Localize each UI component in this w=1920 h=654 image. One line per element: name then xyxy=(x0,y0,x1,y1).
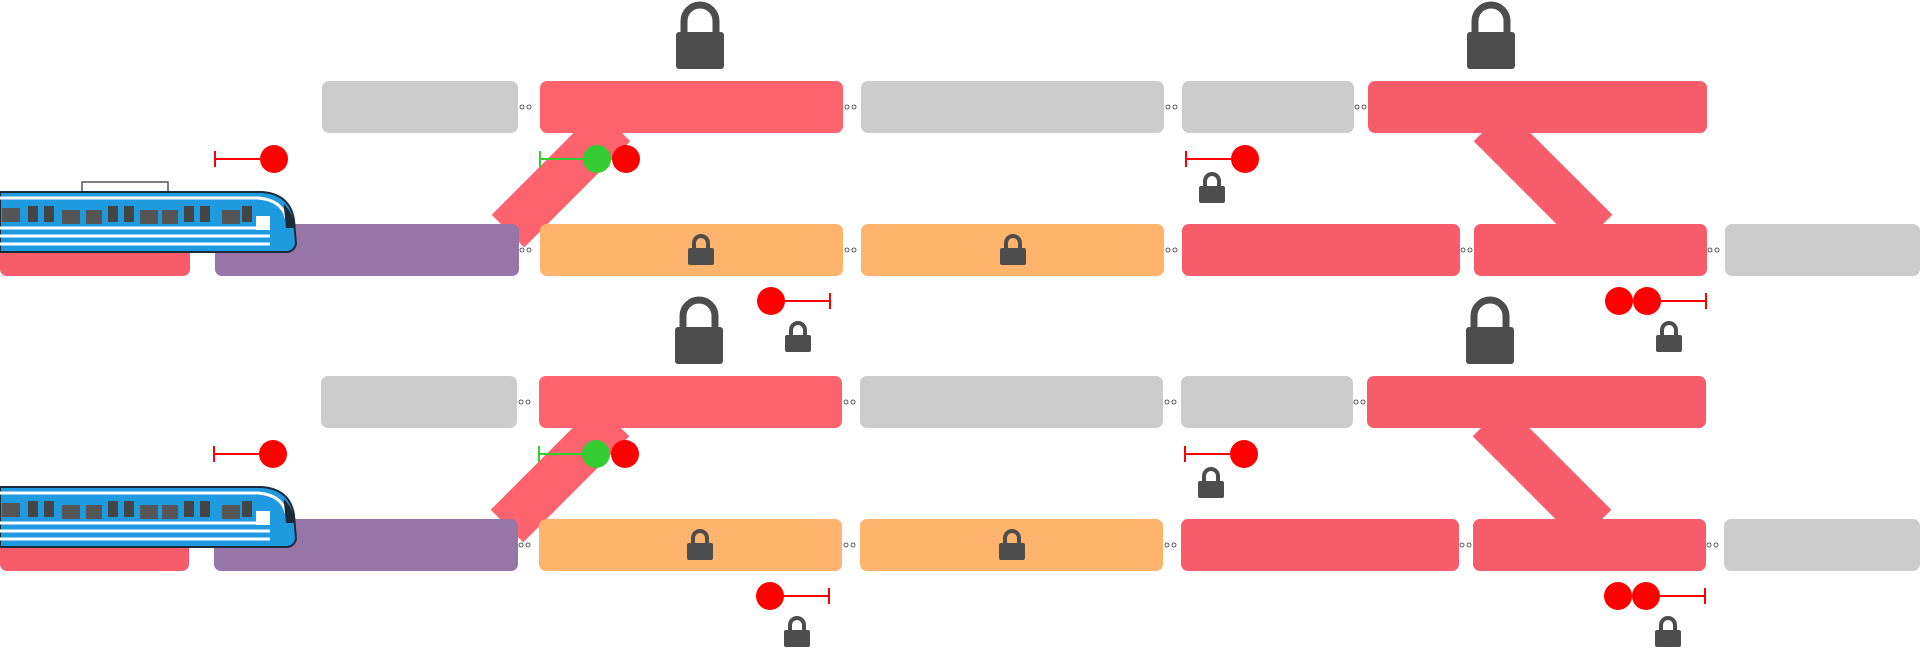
padlock-icon[interactable] xyxy=(674,0,726,70)
padlock-icon[interactable] xyxy=(784,321,812,353)
switch-block[interactable] xyxy=(1473,519,1706,571)
signal-icon[interactable] xyxy=(213,144,289,174)
signal-icon[interactable] xyxy=(212,439,288,469)
track-joint xyxy=(519,104,532,110)
track-joint xyxy=(844,104,857,110)
track-joint xyxy=(1460,247,1473,253)
padlock-icon[interactable] xyxy=(687,234,715,266)
track-joint xyxy=(1164,542,1177,548)
signal-icon[interactable] xyxy=(538,144,642,174)
padlock-icon[interactable] xyxy=(1655,321,1683,353)
track-block[interactable] xyxy=(322,81,518,133)
track-joint xyxy=(1164,399,1177,405)
track-joint xyxy=(1354,104,1367,110)
signal-icon[interactable] xyxy=(1603,581,1707,611)
track-block[interactable] xyxy=(1724,519,1920,571)
padlock-icon[interactable] xyxy=(686,529,714,561)
train-icon[interactable] xyxy=(0,473,300,553)
padlock-icon[interactable] xyxy=(999,234,1027,266)
padlock-icon[interactable] xyxy=(1198,172,1226,204)
track-block[interactable] xyxy=(1181,376,1353,428)
track-block[interactable] xyxy=(860,376,1163,428)
padlock-icon[interactable] xyxy=(998,529,1026,561)
track-block[interactable] xyxy=(861,81,1164,133)
track-block[interactable] xyxy=(321,376,517,428)
signal-icon[interactable] xyxy=(1183,439,1259,469)
track-block[interactable] xyxy=(1182,81,1354,133)
track-joint xyxy=(843,542,856,548)
train-icon[interactable] xyxy=(0,178,300,258)
track-block[interactable] xyxy=(1182,224,1460,276)
track-joint xyxy=(844,247,857,253)
switch-block[interactable] xyxy=(1474,224,1707,276)
track-joint xyxy=(1165,104,1178,110)
signal-icon[interactable] xyxy=(755,581,831,611)
switch-block[interactable] xyxy=(1367,376,1706,428)
padlock-icon[interactable] xyxy=(1465,0,1517,70)
track-block[interactable] xyxy=(1181,519,1459,571)
track-joint xyxy=(519,247,532,253)
padlock-icon[interactable] xyxy=(783,616,811,648)
switch-block[interactable] xyxy=(1368,81,1707,133)
signal-icon[interactable] xyxy=(1604,286,1708,316)
track-joint xyxy=(1459,542,1472,548)
track-joint xyxy=(1353,399,1366,405)
track-joint xyxy=(1707,247,1720,253)
track-joint xyxy=(1165,247,1178,253)
padlock-icon[interactable] xyxy=(1464,295,1516,365)
track-joint xyxy=(1706,542,1719,548)
track-joint xyxy=(518,399,531,405)
signal-icon[interactable] xyxy=(537,439,641,469)
signal-icon[interactable] xyxy=(1184,144,1260,174)
signal-icon[interactable] xyxy=(756,286,832,316)
track-joint xyxy=(843,399,856,405)
padlock-icon[interactable] xyxy=(1197,467,1225,499)
padlock-icon[interactable] xyxy=(673,295,725,365)
track-block[interactable] xyxy=(1725,224,1920,276)
track-joint xyxy=(518,542,531,548)
padlock-icon[interactable] xyxy=(1654,616,1682,648)
